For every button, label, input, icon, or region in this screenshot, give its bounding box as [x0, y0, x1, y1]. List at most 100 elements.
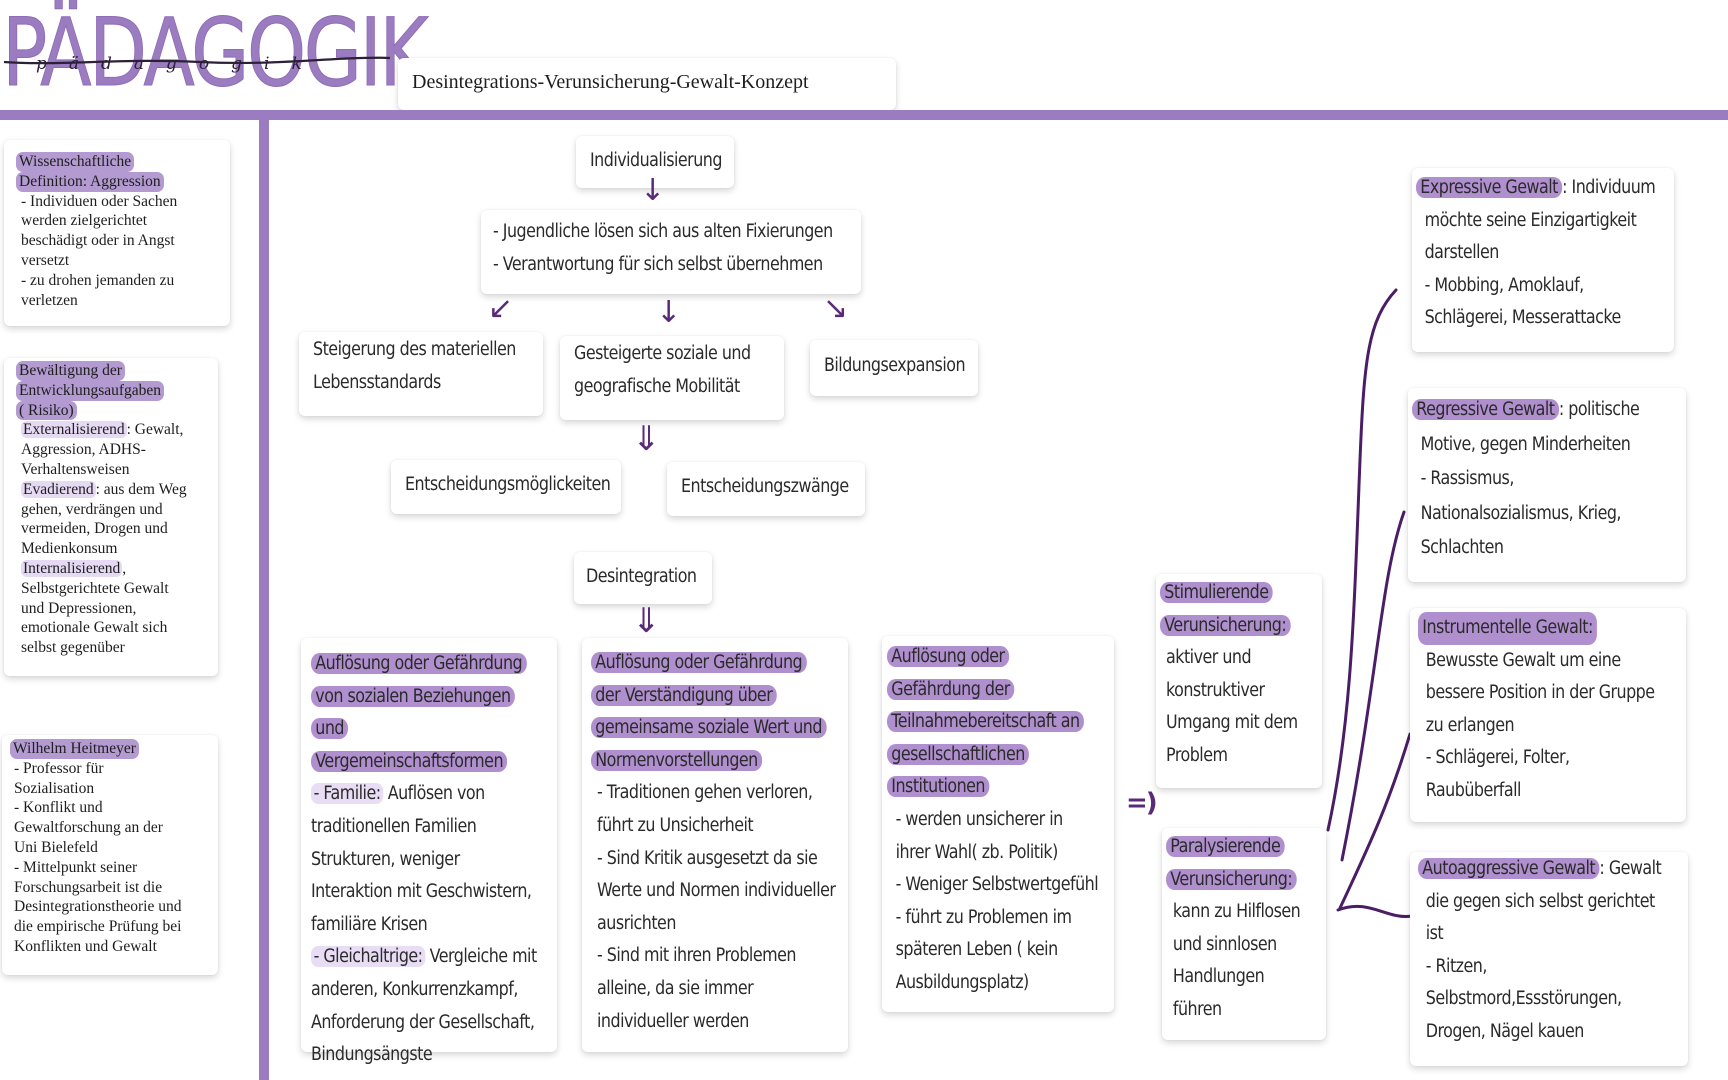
- social-line: traditionellen Familien: [311, 815, 477, 837]
- mobilitaet-line: geografische Mobilität: [574, 375, 740, 397]
- social-heading: Auflösung oder Gefährdung von sozialen B…: [311, 653, 527, 772]
- double-arrow-down-icon: ⇓: [632, 601, 661, 641]
- values-line: Werte und Normen individueller: [597, 880, 836, 902]
- values-line: ausrichten: [597, 912, 676, 934]
- expressive-card: Expressive Gewalt: Individuum möchte sei…: [1412, 168, 1674, 352]
- jugend-line: - Jugendliche lösen sich aus alten Fixie…: [493, 221, 833, 242]
- mobilitaet-line: Gesteigerte soziale und: [574, 343, 751, 364]
- peer-text: Vergleiche mit: [425, 946, 538, 968]
- institutions-line: späteren Leben ( kein: [895, 939, 1059, 961]
- institutions-heading-line: Teilnahmebereitschaft an: [887, 711, 1084, 733]
- connector-instrumental: [1338, 732, 1412, 910]
- stimulating-line: konstruktiver: [1166, 679, 1265, 701]
- person-card: Wilhelm Heitmeyer - Professor für Sozial…: [2, 735, 218, 975]
- regressive-card: Regressive Gewalt: politische Motive, ge…: [1408, 388, 1686, 582]
- autoaggressive-first-line: Autoaggressive Gewalt: Gewalt: [1418, 853, 1662, 886]
- familie-term: - Familie:: [311, 783, 384, 805]
- person-line: Desintegrationstheorie und: [14, 898, 182, 916]
- expressive-line: Schlägerei, Messerattacke: [1424, 307, 1622, 329]
- social-heading-line: Auflösung oder Gefährdung: [311, 653, 527, 674]
- bildung-label: Bildungsexpansion: [824, 355, 966, 376]
- institutions-heading-line: Auflösung oder: [887, 646, 1009, 667]
- social-line: familiäre Krisen: [311, 913, 428, 935]
- coping-line: gehen, verdrängen und: [21, 500, 163, 518]
- moeglichkeiten-label: Entscheidungsmöglickeiten: [405, 474, 611, 495]
- sidebar-divider: [259, 120, 269, 1080]
- person-line: die empirische Prüfung bei: [14, 918, 182, 936]
- institutions-card: Auflösung oder Gefährdung der Teilnahmeb…: [882, 636, 1114, 1012]
- values-heading-line: gemeinsame soziale Wert und: [591, 717, 827, 739]
- steigerung-node: Steigerung des materiellen Lebensstandar…: [299, 332, 543, 416]
- coping-line: und Depressionen,: [21, 599, 137, 617]
- institutions-line: - Weniger Selbstwertgefühl: [895, 874, 1099, 896]
- definition-line: - Individuen oder Sachen: [21, 192, 178, 210]
- person-line: Gewaltforschung an der: [14, 819, 163, 837]
- values-heading-line: Normenvorstellungen: [591, 749, 763, 771]
- evading-text: : aus dem Weg: [95, 480, 187, 498]
- zwaenge-label: Entscheidungszwänge: [681, 476, 849, 497]
- values-line: alleine, da sie immer: [597, 977, 754, 999]
- internalizing-line: Internalisierend,: [21, 559, 218, 579]
- expressive-first-line: Expressive Gewalt: Individuum: [1416, 172, 1656, 205]
- logo-underline-stroke: [3, 56, 391, 65]
- connector-expressive: [1326, 288, 1398, 832]
- stimulating-line: aktiver und: [1166, 647, 1252, 669]
- paralyzing-card: Paralysierende Verunsicherung: kann zu H…: [1162, 828, 1326, 1040]
- institutions-heading-line: gesellschaftlichen: [887, 743, 1030, 765]
- values-line: - Traditionen gehen verloren,: [597, 782, 813, 804]
- coping-line: Aggression, ADHS-: [21, 441, 146, 459]
- person-line: Forschungsarbeit ist die: [14, 878, 163, 896]
- externalizing-term: Externalisierend: [21, 421, 127, 439]
- stimulating-line: Problem: [1166, 744, 1228, 766]
- evading-term: Evadierend: [21, 480, 96, 498]
- individualisierung-label: Individualisierung: [590, 150, 722, 171]
- arrow-down-left-icon: ↙: [488, 291, 514, 326]
- connector-autoaggressive: [1336, 904, 1414, 918]
- regressive-line: Schlachten: [1420, 537, 1504, 559]
- regressive-line: Motive, gegen Minderheiten: [1420, 433, 1631, 455]
- definition-line: versetzt: [21, 251, 70, 269]
- autoaggressive-line: Drogen, Nägel kauen: [1425, 1020, 1585, 1042]
- social-line: Bindungsängste: [311, 1044, 433, 1066]
- autoaggressive-line: - Ritzen,: [1425, 955, 1488, 977]
- page-title: Desintegrations-Verunsicherung-Gewalt-Ko…: [412, 71, 809, 93]
- definition-body: - Individuen oder Sachen werden zielgeri…: [16, 192, 230, 311]
- header-divider: [0, 110, 1728, 120]
- internalizing-term: Internalisierend: [21, 559, 123, 577]
- social-heading-line: von sozialen Beziehungen und: [311, 685, 515, 740]
- jugend-line: - Verantwortung für sich selbst übernehm…: [493, 253, 823, 275]
- social-heading-line: Vergemeinschaftsformen: [311, 750, 508, 772]
- social-line: anderen, Konkurrenzkampf,: [311, 978, 518, 1000]
- coping-line: Verhaltensweisen: [21, 460, 130, 478]
- coping-card: Bewältigung der Entwicklungsaufgaben ( R…: [4, 358, 218, 676]
- paralyzing-heading-line: Paralysierende: [1166, 836, 1285, 857]
- coping-heading-1: Bewältigung der: [16, 361, 125, 381]
- instrumental-line: bessere Position in der Gruppe: [1425, 682, 1655, 704]
- stimulating-heading-line: Stimulierende: [1160, 582, 1273, 603]
- values-heading-line: Auflösung oder Gefährdung: [591, 652, 807, 673]
- externalizing-line: Externalisierend: Gewalt,: [21, 420, 218, 440]
- expressive-line: möchte seine Einzigartigkeit: [1424, 209, 1637, 231]
- instrumental-line: Bewusste Gewalt um eine: [1425, 649, 1621, 671]
- regressive-term: Regressive Gewalt: [1412, 399, 1559, 420]
- instrumental-line: - Schlägerei, Folter,: [1425, 747, 1570, 769]
- paralyzing-heading-line: Verunsicherung:: [1166, 868, 1297, 890]
- social-line: Strukturen, weniger: [311, 848, 460, 870]
- coping-heading-2: Entwicklungsaufgaben: [16, 380, 165, 401]
- person-body: - Professor für Sozialisation - Konflikt…: [10, 759, 218, 957]
- person-line: - Konflikt und: [14, 799, 103, 817]
- logo-script: pädagogik: [36, 54, 324, 74]
- paralyzing-line: kann zu Hilflosen: [1172, 901, 1301, 923]
- paralyzing-line: Handlungen: [1172, 966, 1265, 988]
- autoaggressive-term: Autoaggressive Gewalt: [1418, 858, 1600, 879]
- values-line: führt zu Unsicherheit: [597, 814, 754, 836]
- definition-card: Wissenschaftliche Definition: Aggression…: [4, 140, 230, 326]
- values-line: - Sind mit ihren Problemen: [597, 945, 796, 967]
- title-card: Desintegrations-Verunsicherung-Gewalt-Ko…: [398, 58, 896, 110]
- connector-regressive: [1340, 510, 1406, 862]
- instrumental-term: Instrumentelle Gewalt:: [1418, 612, 1598, 645]
- connector-curves: [1326, 288, 1414, 918]
- desintegration-node: Desintegration: [574, 552, 712, 604]
- peer-line: - Gleichaltrige: Vergleiche mit: [311, 941, 537, 974]
- regressive-text: : politische: [1558, 399, 1640, 420]
